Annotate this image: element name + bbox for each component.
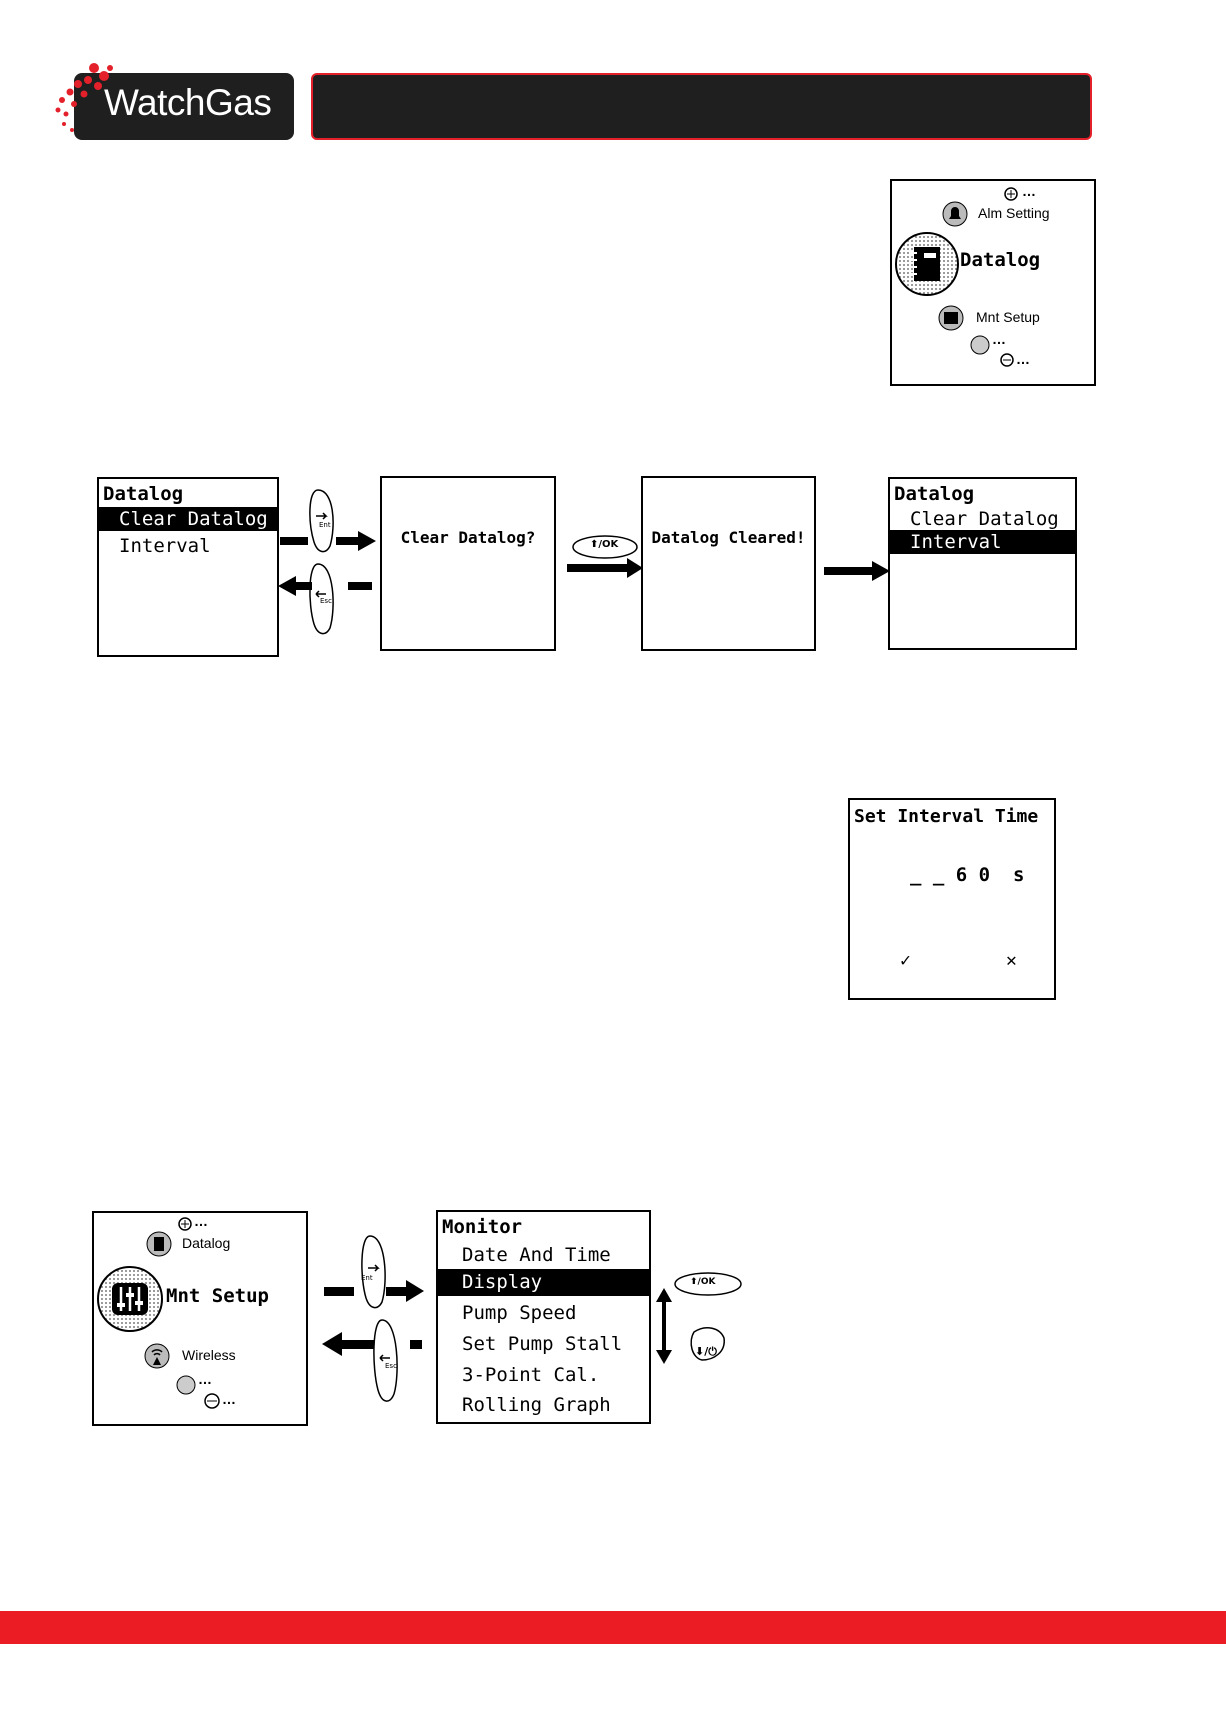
dots-b: … [222,1391,236,1407]
interval-value[interactable]: _ _ 6 0 s [910,864,1025,886]
menu-item-icon [178,1217,192,1231]
dots-a: … [992,331,1006,347]
main-menu-screen-mnt-setup: … Datalog Mnt Setup Wireless … … [92,1211,308,1426]
datalog-menu-screen-interval: Datalog Clear Datalog Interval [888,477,1077,650]
menu-item-icon [204,1393,220,1409]
logo-badge [74,73,294,140]
menu-item-icon [1004,187,1018,201]
menu-item-rolling-graph[interactable]: Rolling Graph [462,1394,611,1416]
current-item-label: Datalog [960,249,1041,271]
next-arrow [824,561,890,581]
datalog-notebook-icon [146,1231,172,1257]
menu-item-interval[interactable]: Interval [119,535,211,557]
wireless-icon [144,1343,170,1369]
enter-key-label: Ent [361,1274,373,1282]
menu-item-icon [970,335,990,355]
dots-b: … [1016,351,1030,367]
maintenance-setup-icon [97,1266,163,1332]
menu-item-display[interactable]: Display [438,1269,649,1296]
datalog-cleared-screen: Datalog Cleared! [641,476,816,651]
confirm-check-icon[interactable]: ✓ [900,950,911,971]
logo-dots-icon [55,63,113,132]
prev-item-label: Alm Setting [978,205,1050,221]
screen-title: Monitor [442,1216,523,1238]
top-dots: … [1022,183,1036,199]
down-power-key-label: ⬇/⏻ [695,1345,717,1358]
clear-datalog-confirm-screen: Clear Datalog? [380,476,556,651]
confirm-text: Clear Datalog? [400,528,536,547]
esc-key-label: Esc [385,1362,397,1370]
menu-item-3-point-cal[interactable]: 3-Point Cal. [462,1364,600,1386]
prev-item-label: Datalog [182,1235,231,1251]
ok-key-arrow [567,535,643,578]
menu-item-clear-datalog[interactable]: Clear Datalog [99,507,277,531]
current-item-label: Mnt Setup [166,1285,269,1307]
cancel-x-icon[interactable]: ✕ [1006,950,1017,971]
datalog-notebook-icon [895,232,959,296]
menu-item-interval[interactable]: Interval [890,530,1075,554]
main-menu-screen-datalog: … Alm Setting Datalog Mnt Setup … … [890,179,1096,386]
menu-item-icon [176,1375,196,1395]
menu-item-date-and-time[interactable]: Date And Time [462,1244,611,1266]
cleared-text: Datalog Cleared! [651,528,806,547]
enter-key-label: Ent [319,521,331,529]
header-bar [311,73,1092,140]
set-interval-screen: Set Interval Time _ _ 6 0 s ✓ ✕ [848,798,1056,1000]
screen-title: Datalog [103,483,184,505]
maintenance-setup-icon [938,305,964,331]
screen-title: Datalog [894,483,975,505]
footer-bar [0,1611,1226,1644]
menu-item-clear-datalog[interactable]: Clear Datalog [910,508,1059,530]
menu-item-set-pump-stall[interactable]: Set Pump Stall [462,1333,623,1355]
next-item-label: Mnt Setup [976,309,1040,325]
ok-key-label: ⬆/OK [590,539,619,550]
up-down-keys [656,1272,742,1364]
esc-key-label: Esc [320,597,332,605]
logo-text: WatchGas [104,82,272,123]
enter-key-arrow [324,1235,424,1309]
dots-a: … [198,1371,212,1387]
esc-key-arrow [278,563,372,635]
esc-key-arrow [322,1319,422,1402]
up-ok-key-label: ⬆/OK [690,1277,716,1287]
menu-item-pump-speed[interactable]: Pump Speed [462,1302,577,1324]
enter-key-arrow [280,489,376,553]
next-item-label: Wireless [182,1347,236,1363]
screen-title: Set Interval Time [854,806,1039,827]
alarm-bell-icon [942,201,968,227]
monitor-menu-screen: Monitor Date And Time Display Pump Speed… [436,1210,651,1424]
top-dots: … [194,1213,208,1229]
datalog-menu-screen: Datalog Clear Datalog Interval [97,477,279,657]
menu-item-icon [1000,353,1014,367]
